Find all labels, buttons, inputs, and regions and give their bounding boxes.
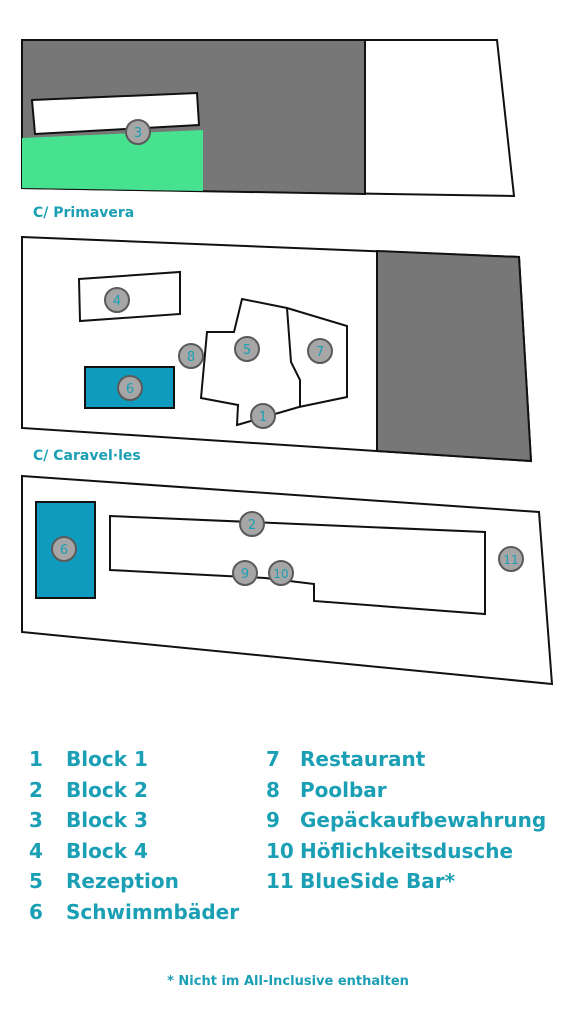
marker-3-label: 3 — [134, 126, 142, 141]
legend-label: Restaurant — [300, 747, 426, 771]
legend-label: BlueSide Bar* — [300, 869, 456, 893]
marker-6-bottom-label: 6 — [60, 543, 68, 558]
legend-left-column: 1 Block 1 2 Block 2 3 Block 3 4 Block 4 5 Rez… — [29, 744, 239, 927]
legend-label: Schwimmbäder — [66, 899, 240, 924]
legend-number: 8 — [266, 777, 280, 802]
marker-8-label: 8 — [187, 350, 195, 365]
legend-number: 10 — [266, 838, 294, 863]
legend-label: Poolbar — [300, 777, 387, 802]
top-plot — [21, 39, 516, 198]
legend-number: 11 — [266, 869, 294, 893]
marker-1[interactable]: 1 — [250, 403, 276, 429]
legend-label: Block 1 — [66, 747, 148, 771]
legend-item: 2 Block 2 — [29, 775, 239, 806]
parking-area-middle — [376, 249, 533, 463]
marker-9-label: 9 — [241, 567, 249, 582]
marker-5[interactable]: 5 — [234, 336, 260, 362]
marker-4[interactable]: 4 — [104, 287, 130, 313]
marker-10-label: 10 — [273, 567, 288, 581]
legend-label: Block 2 — [66, 777, 148, 802]
marker-7[interactable]: 7 — [307, 338, 333, 364]
marker-8[interactable]: 8 — [178, 343, 204, 369]
main-building-divider — [286, 307, 301, 407]
legend-item: 5 Rezeption — [29, 866, 239, 897]
middle-plot — [21, 235, 533, 463]
legend-number: 7 — [266, 747, 280, 771]
block-3-building — [30, 91, 201, 136]
marker-11-label: 11 — [503, 553, 518, 567]
footnote: * Nicht im All-Inclusive enthalten — [167, 974, 409, 989]
marker-1-label: 1 — [259, 410, 267, 425]
marker-3[interactable]: 3 — [125, 119, 151, 145]
legend-right-column: 7 Restaurant 8 Poolbar 9 Gepäckaufbewahrung… — [266, 744, 546, 897]
legend-number: 3 — [29, 808, 43, 832]
legend-number: 1 — [29, 747, 43, 771]
marker-2[interactable]: 2 — [239, 511, 265, 537]
legend-number: 2 — [29, 777, 43, 802]
street-label-caravelles: C/ Caravel·les — [33, 448, 141, 464]
legend-item: 7 Restaurant — [266, 744, 546, 775]
legend-number: 5 — [29, 869, 43, 893]
legend-label: Block 4 — [66, 838, 148, 863]
legend-label: Rezeption — [66, 869, 179, 893]
marker-10[interactable]: 10 — [268, 560, 294, 586]
marker-6-middle[interactable]: 6 — [117, 375, 143, 401]
marker-11[interactable]: 11 — [498, 546, 524, 572]
legend-label: Höflichkeitsdusche — [300, 838, 514, 863]
marker-2-label: 2 — [248, 518, 256, 533]
marker-5-label: 5 — [243, 343, 251, 358]
legend-item: 9 Gepäckaufbewahrung — [266, 805, 546, 836]
legend-item: 3 Block 3 — [29, 805, 239, 836]
block-2-building — [109, 514, 486, 616]
legend-label: Block 3 — [66, 808, 148, 832]
resort-map: 3 4 5 7 8 6 1 2 6 11 9 10 — [21, 39, 554, 686]
street-label-primavera: C/ Primavera — [33, 205, 135, 221]
legend-item: 6 Schwimmbäder — [29, 897, 239, 928]
marker-6-bottom[interactable]: 6 — [51, 536, 77, 562]
marker-9[interactable]: 9 — [232, 560, 258, 586]
legend-item: 1 Block 1 — [29, 744, 239, 775]
legend-number: 4 — [29, 838, 43, 863]
legend-number: 9 — [266, 808, 280, 832]
green-area — [22, 130, 203, 191]
main-building — [199, 297, 348, 427]
marker-6-middle-label: 6 — [126, 382, 134, 397]
legend-item: 4 Block 4 — [29, 836, 239, 867]
legend-item: 8 Poolbar — [266, 775, 546, 806]
marker-7-label: 7 — [316, 345, 324, 360]
legend-label: Gepäckaufbewahrung — [300, 808, 547, 832]
marker-4-label: 4 — [113, 294, 121, 309]
legend-number: 6 — [29, 899, 43, 924]
